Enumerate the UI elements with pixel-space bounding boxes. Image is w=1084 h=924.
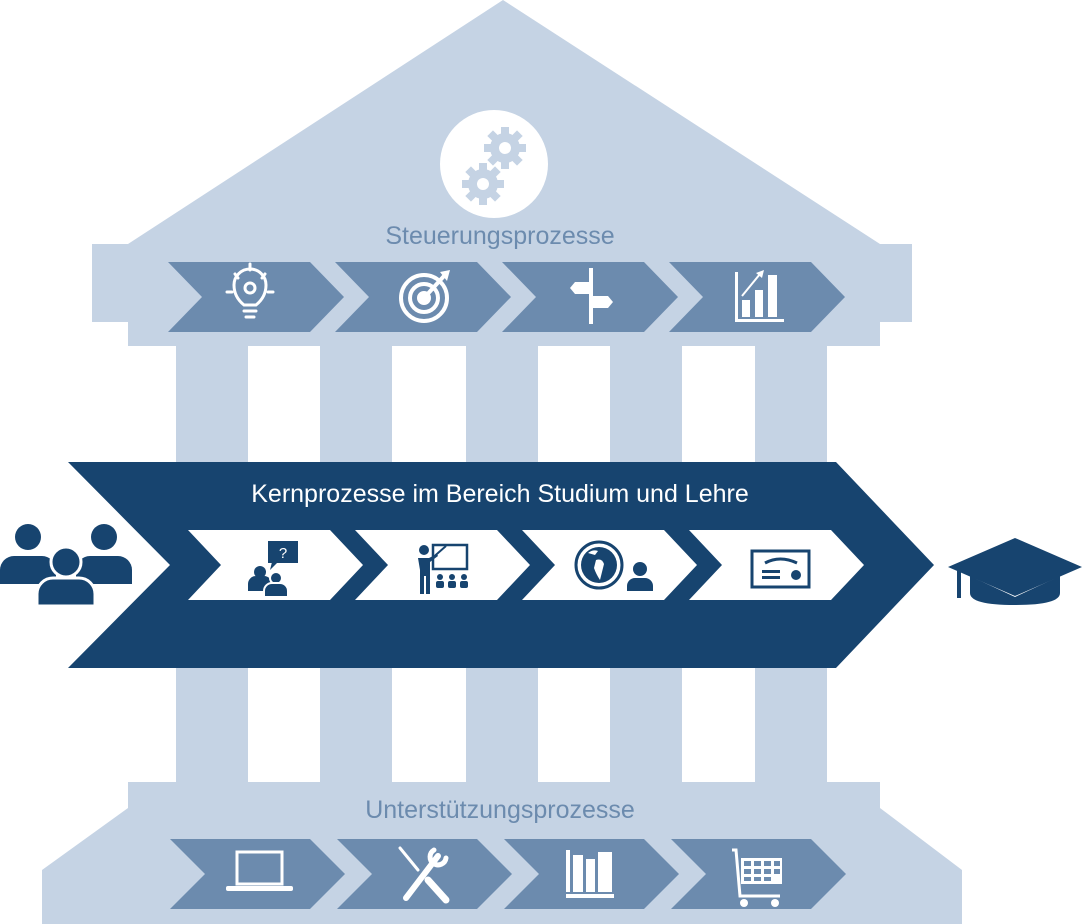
kernprozesse-label: Kernprozesse im Bereich Studium und Lehr… xyxy=(251,480,749,508)
gears-badge xyxy=(440,110,548,218)
steuerung-chevrons xyxy=(168,262,845,332)
svg-text:?: ? xyxy=(279,545,287,562)
library-books-icon xyxy=(566,850,614,898)
lecture-presentation-icon xyxy=(418,543,469,594)
unterstuetzungsprozesse-label: Unterstützungsprozesse xyxy=(365,796,635,824)
student-consultation-icon: ? xyxy=(248,541,298,598)
signpost-icon xyxy=(570,268,613,324)
kern-step-2 xyxy=(355,530,530,600)
laptop-icon xyxy=(226,850,293,891)
people-group-icon xyxy=(0,524,132,608)
shopping-cart-icon xyxy=(732,848,782,907)
graduation-cap-icon xyxy=(948,538,1082,605)
globe-person-icon xyxy=(574,540,653,591)
certificate-icon xyxy=(750,549,811,589)
target-arrow-icon xyxy=(399,270,450,323)
kern-chevrons xyxy=(188,530,864,600)
kern-step-1 xyxy=(188,530,363,600)
lightbulb-gear-icon xyxy=(225,262,275,319)
kern-step-4 xyxy=(689,530,864,600)
steuerung-step-1 xyxy=(168,262,344,332)
tools-icon xyxy=(398,846,450,904)
unterstuetzung-step-1 xyxy=(170,839,345,909)
steuerungsprozesse-label: Steuerungsprozesse xyxy=(385,222,615,250)
bar-chart-growth-icon xyxy=(735,270,784,322)
